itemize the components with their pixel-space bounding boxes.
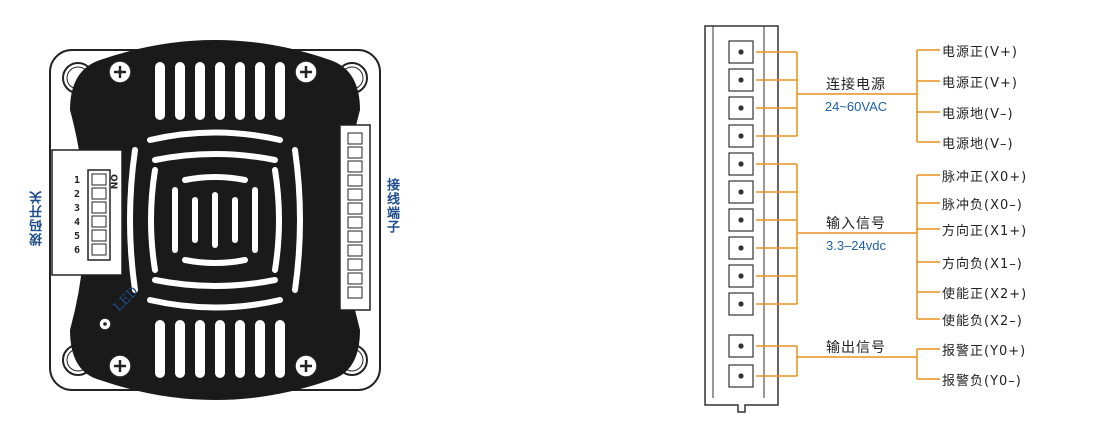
signal-label: 电源地(V–): [942, 107, 1014, 122]
terminal-label: 接线端子: [384, 178, 399, 234]
terminal-pin-dot: [738, 105, 744, 111]
dip-switch-block: [51, 149, 123, 276]
heatsink-curved-fins: [127, 129, 303, 311]
signal-label: 电源正(V+): [942, 45, 1018, 60]
terminal-pin-dot: [738, 161, 744, 167]
heatsink-fins-top: [155, 62, 285, 120]
terminal-pin-dot: [738, 217, 744, 223]
signal-label: 方向负(X1–): [942, 257, 1023, 272]
terminal-pin-dot: [738, 301, 744, 307]
terminal-pin-dot: [738, 245, 744, 251]
screw-head: [294, 354, 318, 378]
heatsink-fins-bottom: [155, 320, 285, 378]
signal-label: 电源地(V–): [942, 137, 1014, 152]
group-title: 输入信号: [826, 216, 886, 232]
dip-number: 1: [73, 175, 81, 186]
dip-number: 2: [73, 189, 81, 200]
screw-head: [108, 60, 132, 84]
terminal-pin-dot: [738, 373, 744, 379]
terminal-pin-dot: [738, 343, 744, 349]
terminal-pin-dot: [738, 273, 744, 279]
signal-label: 使能正(X2+): [942, 287, 1028, 302]
terminal-pin-dot: [738, 77, 744, 83]
dip-on-label: ON: [108, 174, 118, 190]
signal-label: 脉冲负(X0–): [942, 198, 1023, 213]
dip-number: 4: [73, 217, 81, 228]
terminal-pin-dot: [738, 189, 744, 195]
signal-label: 脉冲正(X0+): [942, 170, 1028, 185]
group-subtitle: 3.3–24vdc: [826, 238, 886, 253]
screw-head: [294, 60, 318, 84]
dip-number: 5: [73, 231, 81, 242]
signal-label: 方向正(X1+): [942, 224, 1028, 239]
terminal-block-small: [339, 124, 371, 311]
terminal-pin-dot: [738, 49, 744, 55]
dip-number-labels: 1 2 3 4 5 6: [70, 174, 84, 258]
dip-number: 3: [73, 203, 81, 214]
signal-label: 报警负(Y0–): [942, 374, 1022, 389]
signal-label: 电源正(V+): [942, 76, 1018, 91]
screw-heads: [108, 60, 318, 378]
signal-label: 使能负(X2–): [942, 314, 1023, 329]
group-title: 连接电源: [826, 77, 886, 93]
group-subtitle: 24~60VAC: [824, 99, 888, 114]
signal-label: 报警正(Y0+): [942, 344, 1027, 359]
screw-head: [108, 354, 132, 378]
dip-number: 6: [73, 245, 81, 256]
group-title: 输出信号: [826, 340, 886, 356]
terminal-pin-dot: [738, 133, 744, 139]
